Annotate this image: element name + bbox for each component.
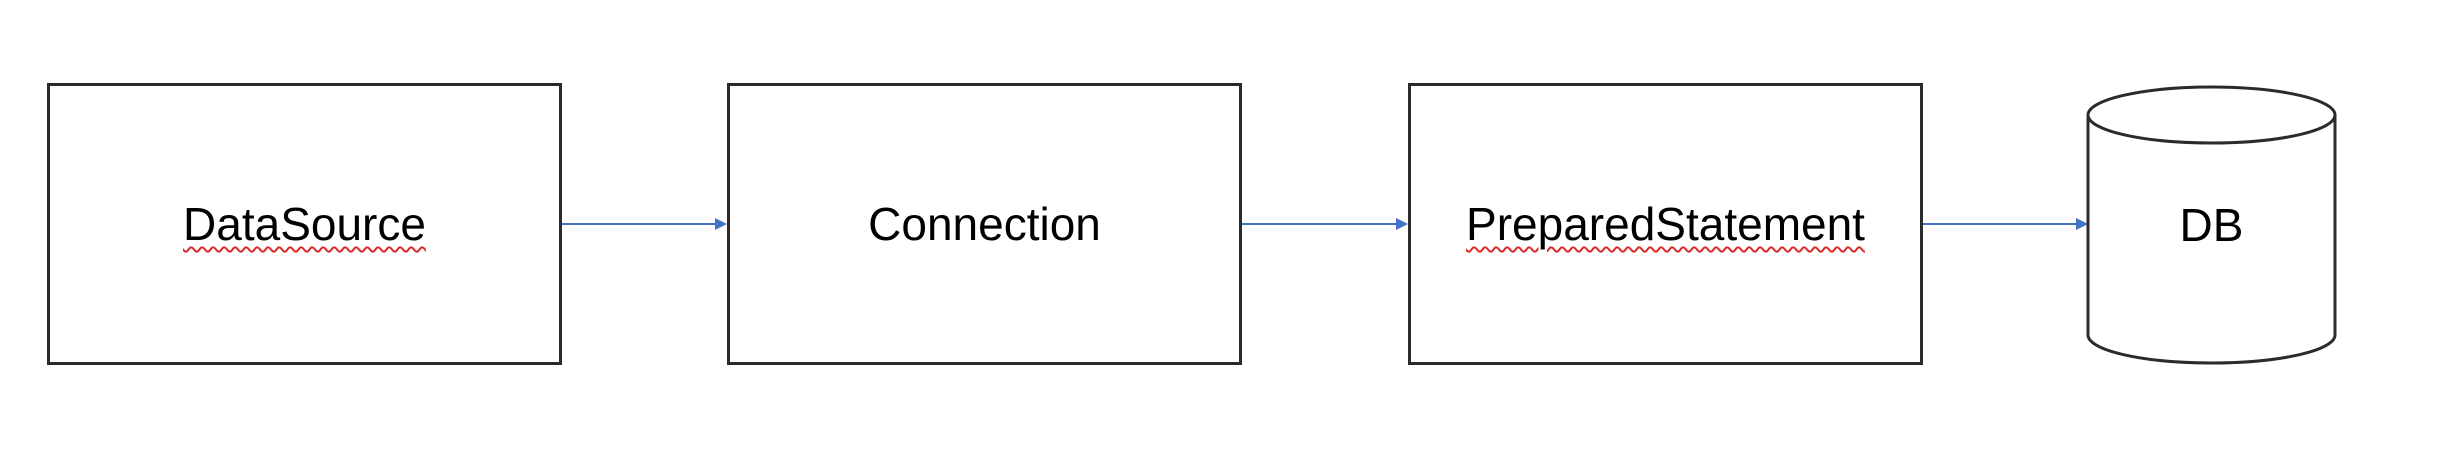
node-prepared-statement-label: PreparedStatement xyxy=(1466,198,1865,250)
db-cylinder-shape xyxy=(2086,85,2337,365)
db-cylinder-body xyxy=(2086,115,2337,365)
node-datasource[interactable]: DataSource xyxy=(47,83,562,365)
node-connection[interactable]: Connection xyxy=(727,83,1242,365)
node-db[interactable]: DB xyxy=(2088,140,2335,310)
node-datasource-label: DataSource xyxy=(183,198,426,250)
db-cylinder-top xyxy=(2086,85,2337,145)
node-prepared-statement[interactable]: PreparedStatement xyxy=(1408,83,1923,365)
node-db-label: DB xyxy=(2179,199,2244,251)
node-connection-label: Connection xyxy=(868,198,1101,250)
